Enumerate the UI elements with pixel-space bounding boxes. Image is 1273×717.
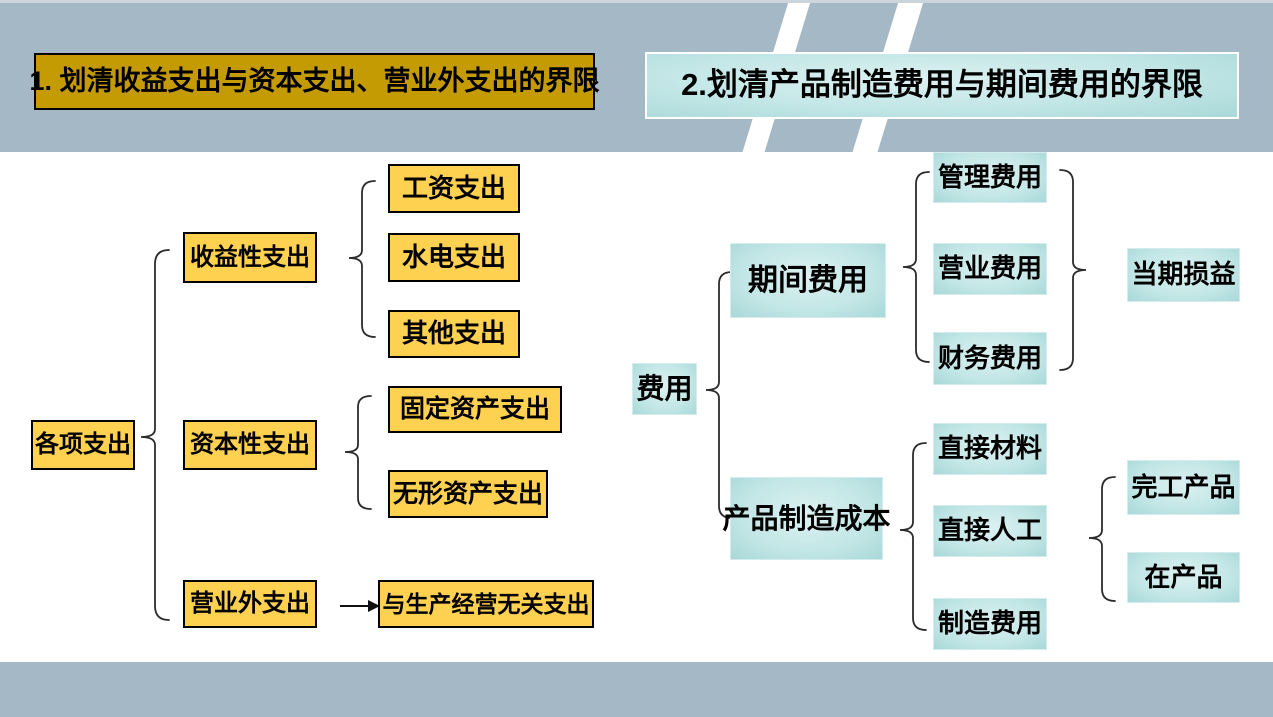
node-unrelated-to-operations: 与生产经营无关支出: [378, 580, 594, 628]
node-current-profit-loss: 当期损益: [1127, 248, 1240, 302]
node-direct-materials: 直接材料: [933, 423, 1047, 475]
footer-band: [0, 662, 1273, 717]
node-wage-expenditure: 工资支出: [388, 164, 520, 213]
node-revenue-expenditure: 收益性支出: [183, 232, 317, 283]
brace-manufacturing-cost: [899, 442, 927, 631]
node-product-manufacturing-cost: 产品制造成本: [723, 477, 891, 560]
brace-period-expenses: [902, 171, 930, 363]
node-manufacturing-overhead: 制造费用: [933, 598, 1047, 650]
node-expense: 费用: [632, 363, 697, 415]
node-financial-expense: 财务费用: [933, 332, 1047, 385]
node-finished-products: 完工产品: [1127, 460, 1240, 515]
node-various-expenditure: 各项支出: [31, 420, 135, 470]
brace-to-products: [1088, 476, 1116, 602]
top-edge-highlight: [0, 0, 1273, 3]
node-fixed-asset-expenditure: 固定资产支出: [388, 386, 562, 433]
section-1-title: 1. 划清收益支出与资本支出、营业外支出的界限: [29, 53, 600, 110]
node-other-expenditure: 其他支出: [388, 310, 520, 358]
node-intangible-asset-expenditure: 无形资产支出: [388, 470, 548, 518]
node-capital-expenditure: 资本性支出: [183, 420, 317, 470]
section-2-title: 2.划清产品制造费用与期间费用的界限: [645, 52, 1239, 119]
brace-capital-expenditure: [344, 395, 372, 510]
node-direct-labor: 直接人工: [933, 505, 1047, 557]
node-operating-expense: 营业费用: [933, 243, 1047, 295]
brace-expense-root: [705, 271, 733, 519]
node-non-operating-expenditure: 营业外支出: [183, 580, 317, 628]
brace-revenue-expenditure: [348, 180, 376, 338]
node-utilities-expenditure: 水电支出: [388, 233, 520, 282]
node-period-expenses: 期间费用: [730, 243, 886, 318]
node-admin-expense: 管理费用: [933, 152, 1047, 203]
brace-to-current-profit-loss: [1059, 169, 1087, 371]
brace-various-expenditure: [140, 249, 170, 621]
node-work-in-progress: 在产品: [1127, 552, 1240, 603]
